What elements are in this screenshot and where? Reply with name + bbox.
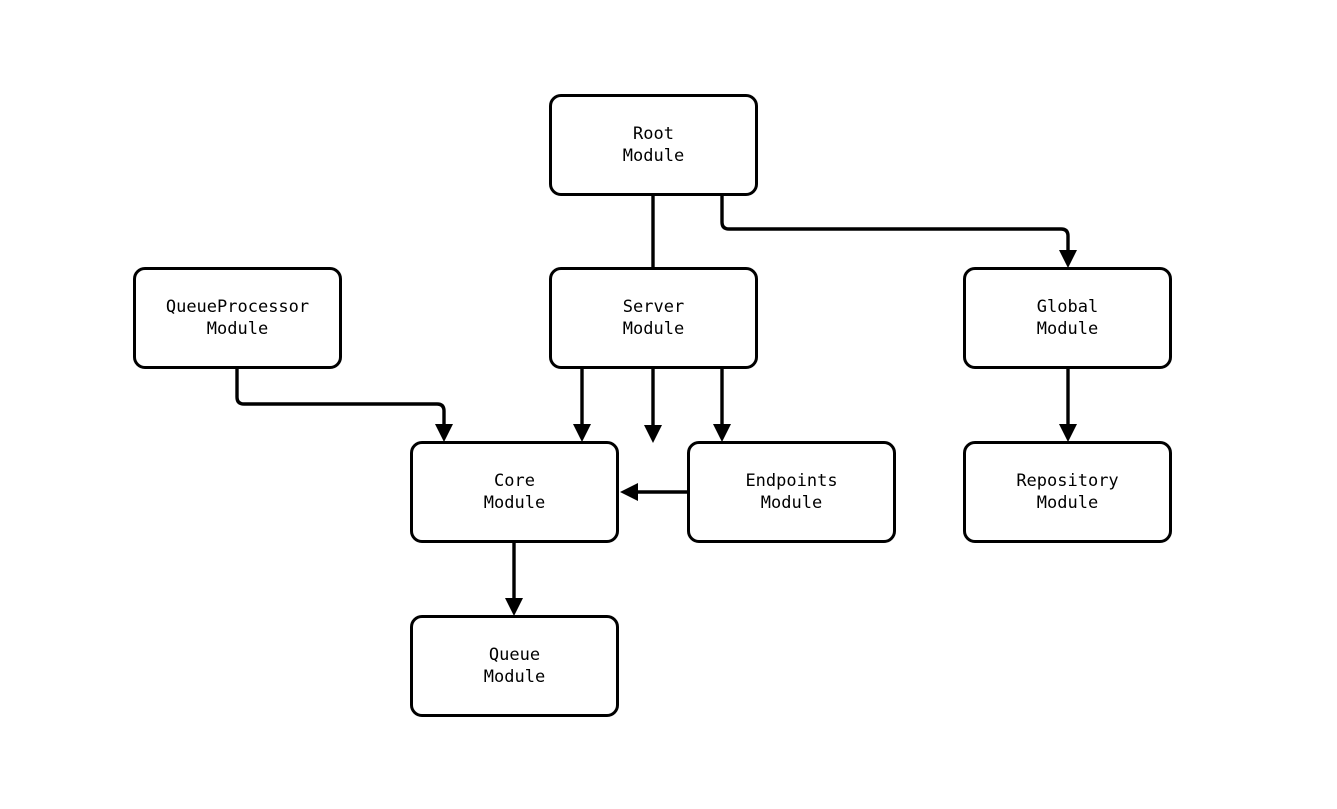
node-global-module[interactable]: Global Module xyxy=(963,267,1172,369)
edge-server-to-core xyxy=(573,369,591,442)
node-queueprocessor-module[interactable]: QueueProcessor Module xyxy=(133,267,342,369)
node-label-line2: Module xyxy=(483,667,546,687)
node-label-line2: Module xyxy=(1036,319,1099,339)
node-label-line1: Global xyxy=(1036,297,1099,317)
edge-endpoints-to-core xyxy=(620,483,689,501)
edge-root-to-global xyxy=(720,196,1077,268)
node-server-module[interactable]: Server Module xyxy=(549,267,758,369)
node-label-line1: Core xyxy=(494,471,535,491)
node-label-line2: Module xyxy=(483,493,546,513)
node-core-module[interactable]: Core Module xyxy=(410,441,619,543)
node-label-line1: Root xyxy=(633,124,674,144)
node-label-line2: Module xyxy=(206,319,269,339)
node-label-line1: QueueProcessor xyxy=(165,297,310,317)
edge-global-to-repository xyxy=(1059,369,1077,442)
edge-queueprocessor-to-core xyxy=(235,369,453,442)
node-label-line2: Module xyxy=(622,319,685,339)
edge-core-to-queue xyxy=(505,543,523,616)
node-label-line2: Module xyxy=(760,493,823,513)
node-label-line1: Repository xyxy=(1016,471,1119,491)
node-label-line1: Endpoints xyxy=(745,471,838,491)
node-label-line1: Queue xyxy=(488,645,541,665)
node-endpoints-module[interactable]: Endpoints Module xyxy=(687,441,896,543)
node-label-line2: Module xyxy=(1036,493,1099,513)
node-repository-module[interactable]: Repository Module xyxy=(963,441,1172,543)
node-label-line1: Server xyxy=(622,297,685,317)
node-label-line2: Module xyxy=(622,146,685,166)
node-queue-module[interactable]: Queue Module xyxy=(410,615,619,717)
node-root-module[interactable]: Root Module xyxy=(549,94,758,196)
edge-server-to-endpoints xyxy=(713,369,731,442)
